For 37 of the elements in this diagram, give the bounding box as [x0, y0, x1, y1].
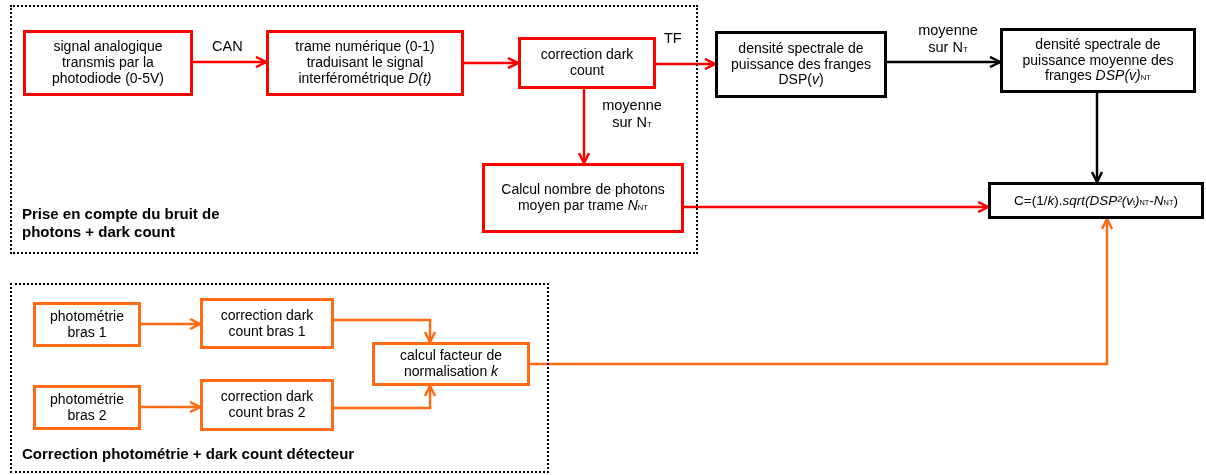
process-box — [715, 31, 887, 98]
process-box — [988, 182, 1204, 219]
process-box — [266, 30, 464, 96]
group-title: Prise en compte du bruit de photons + dark count — [22, 205, 221, 241]
arrow — [577, 89, 591, 165]
box-text: densité spectrale de puissance des franges DSP(v) — [729, 40, 873, 89]
arrow — [530, 217, 1114, 366]
box-text: correction dark count bras 2 — [219, 389, 315, 421]
process-box — [482, 163, 684, 233]
box-text: photométrie bras 2 — [49, 391, 125, 424]
box-text: calcul facteur de normalisation k — [399, 348, 503, 380]
box-text: signal analogique transmis par la photodiode (0-5V) — [50, 39, 166, 87]
arrow — [141, 400, 202, 414]
arrow — [887, 55, 1002, 69]
process-box — [1000, 28, 1196, 93]
process-box — [33, 385, 141, 430]
box-text: correction dark count bras 1 — [219, 307, 315, 340]
arrow — [334, 318, 437, 344]
box-text: photométrie bras 1 — [49, 308, 125, 341]
process-box — [33, 302, 141, 347]
arrow — [141, 317, 202, 331]
arrow — [464, 56, 520, 70]
group-frame — [10, 5, 698, 254]
process-box — [200, 298, 334, 349]
process-box — [518, 37, 656, 89]
box-text: trame numérique (0-1) traduisant le signal interférométrique D(t) — [294, 39, 436, 87]
process-box — [372, 342, 530, 386]
arrow — [656, 57, 717, 71]
arrow — [334, 384, 437, 410]
group-title: Correction photométrie + dark count détecteur — [22, 445, 356, 463]
arrow — [193, 55, 268, 69]
box-text: correction dark count — [539, 47, 635, 79]
arrow — [1090, 93, 1104, 184]
process-box — [23, 30, 193, 96]
process-box — [200, 379, 334, 431]
group-frame — [10, 283, 549, 473]
arrow — [684, 200, 990, 214]
